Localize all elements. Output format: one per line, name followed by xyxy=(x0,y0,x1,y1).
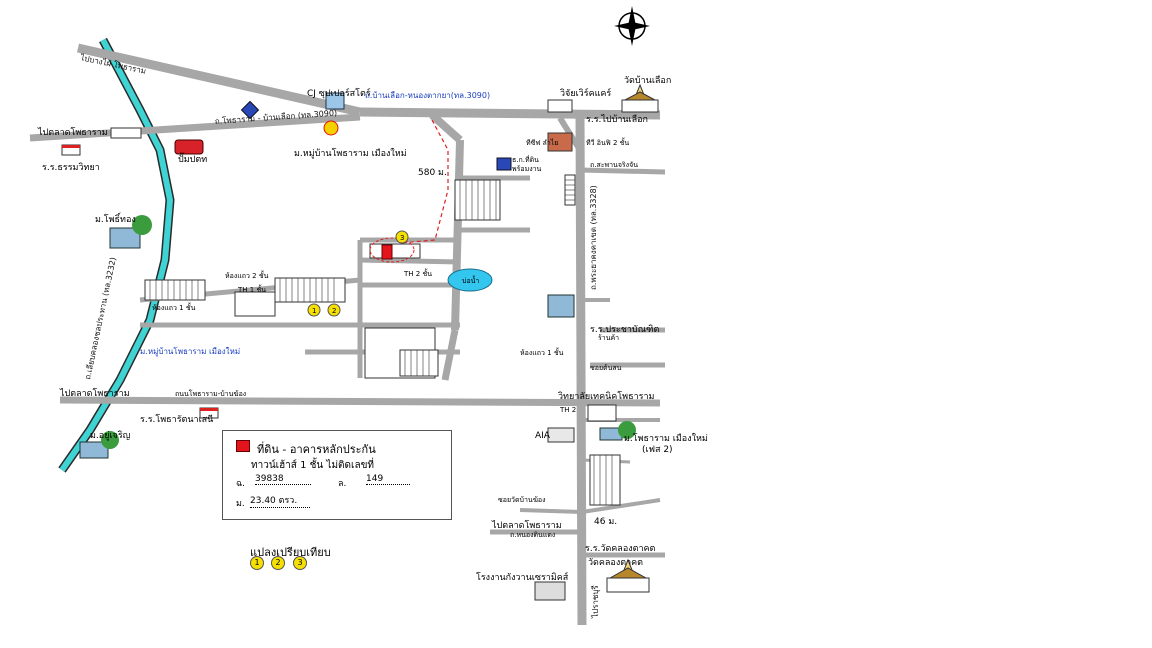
shop-top-right-label: ทีซีฟ ลำไย xyxy=(526,138,558,147)
canal-label: ถ.เลียบคลองชลประทาน (ทล.3232) xyxy=(83,256,118,380)
moo-right2-label: (เฟส 2) xyxy=(642,445,673,455)
legend-field1-value: 39838 xyxy=(255,474,311,485)
legend-title: ที่ดิน - อาคารหลักประกัน xyxy=(257,443,376,456)
row-1-label: ห้องแถว 1 ชั้น xyxy=(152,301,196,312)
comparables-title: แปลงเปรียบเทียบ xyxy=(250,546,331,559)
th-2-mid-label: TH 2 ชั้น xyxy=(403,267,432,278)
highway-sign-icon xyxy=(240,100,260,120)
th-top-right-label: ทีวี อินฟิ 2 ชั้น xyxy=(586,136,629,147)
legend-field1-prefix: ฉ. xyxy=(236,479,245,489)
temple-top-icon xyxy=(621,83,659,113)
bottom-south-label: ไปราชบุรี xyxy=(591,585,600,619)
cj-label: CJ ซุปเปอร์สโตร์ xyxy=(307,87,371,99)
right-school-label: ร.ร.ประชาบัณฑิต xyxy=(590,324,659,335)
right-school-icon xyxy=(547,294,575,318)
legend-field2-value: 149 xyxy=(366,474,410,485)
legend-field3-value: 23.40 ตรว. xyxy=(250,493,310,508)
shell-icon xyxy=(323,120,339,136)
th-1-mid-label: TH 1 ชั้น xyxy=(237,283,266,294)
left-road-label: ไปตลาดโพธาราม xyxy=(37,127,108,138)
village-icon xyxy=(79,215,636,459)
school-flag-icon xyxy=(61,144,219,419)
comparable-marker-3: 3 xyxy=(293,556,307,570)
right-note-label: ซอยต้นสน xyxy=(590,364,622,372)
moo-right-label: ม.โพธาราม เมืองใหม่ xyxy=(624,433,708,444)
pond xyxy=(447,268,493,292)
canal xyxy=(58,37,175,473)
bank-top2-label: พร้อมงาน xyxy=(512,165,542,173)
comparable-marker-2: 2 xyxy=(271,556,285,570)
local-road-1-label: ซอยวัดบ้านฆ้อง xyxy=(498,496,546,504)
temple-top-label: วัดบ้านเลือก xyxy=(624,75,671,86)
temple-top-school-label: ร.ร.ไปบ้านเลือก xyxy=(586,114,648,125)
top-route-label-2: ถ.บ้านเลือก-หนองตากยา(ทล.3090) xyxy=(365,91,490,100)
route-dashed xyxy=(399,119,449,244)
dist-580-label: 580 ม. xyxy=(418,168,447,178)
pond-label: บ่อน้ำ xyxy=(462,274,479,285)
ptt-station-icon xyxy=(174,139,204,155)
bottom-left-road2-label: ถ.หนองดินแดง xyxy=(510,531,555,539)
village-label: ม.หมู่บ้านโพธาราม เมืองใหม่ xyxy=(294,148,407,159)
college-label: วิทยาลัยเทคนิคโพธาราม xyxy=(558,391,655,402)
big-market-label: วิจัยเวิร์คแคร์ xyxy=(560,87,611,99)
moo-posri-label: ม.โพธิ์ทอง xyxy=(95,212,136,225)
cj-store-icon xyxy=(325,92,345,110)
ptt-label: ปั๊มปตท xyxy=(178,152,207,165)
middle-road-left-label: ไปตลาดโพธาราม xyxy=(59,388,130,399)
aia-label: AIA xyxy=(535,431,551,441)
th-right-label: TH 2 xyxy=(559,406,576,414)
shop-icon xyxy=(547,132,573,152)
map-marker-3: 3 xyxy=(400,234,404,242)
local-road-2-label: ถ.สะพานจริงจัน xyxy=(590,161,638,169)
subject-property-marker xyxy=(381,244,393,260)
dist-46-label: 46 ม. xyxy=(594,517,617,527)
school-bottom-left-label: ร.ร.โพธารัตนาเสนี xyxy=(140,414,213,425)
compass-n-label: N xyxy=(629,24,634,32)
vertical-main-label: ถ.พระยาคงคาเขต (ทล.3328) xyxy=(589,185,598,290)
map-marker-1: 1 xyxy=(312,307,316,315)
school-left-label: ร.ร.ธรรมวิทยา xyxy=(42,162,100,173)
comparable-markers-map: 3 1 2 xyxy=(307,230,409,317)
bank-icon xyxy=(496,157,512,171)
right-shop-label: ร้านค้า xyxy=(598,334,619,342)
row-2-label: ห้องแถว 2 ชั้น xyxy=(225,269,269,280)
legend-box xyxy=(222,430,452,520)
moo-bottom-left-label: ม.อยู่เจริญ xyxy=(90,430,131,441)
comparable-marker-1: 1 xyxy=(250,556,264,570)
building-stripes xyxy=(149,179,613,505)
aia-icon xyxy=(547,427,575,443)
factory-label: โรงงานกังวานเซรามิคส์ xyxy=(476,571,569,583)
legend-subtitle: ทาวน์เฮ้าส์ 1 ชั้น ไม่ติดเลขที่ xyxy=(251,460,375,471)
legend-subject-swatch xyxy=(236,440,250,452)
factory-icon xyxy=(534,581,566,601)
road-network xyxy=(29,43,666,626)
bank-top-label: ธ.ก.ที่ดิน xyxy=(512,155,539,164)
temple-bottom-icon xyxy=(606,558,650,593)
middle-road-name-label: ถนนโพธาราม-บ้านฆ้อง xyxy=(175,389,246,398)
temple-bottom-label: วัดคลองตาคต xyxy=(588,558,643,568)
legend-field3-prefix: ม. xyxy=(236,499,245,509)
map-marker-2: 2 xyxy=(332,307,336,315)
temple-bottom-school-label: ร.ร.วัดคลองตาคต xyxy=(585,544,656,554)
north-compass-icon xyxy=(614,6,650,46)
bottom-left-road-label: ไปตลาดโพธาราม xyxy=(491,520,562,531)
route-highlight xyxy=(369,237,415,263)
legend-field2-prefix: ล. xyxy=(338,479,347,489)
right-house-label: ห้องแถว 1 ชั้น xyxy=(520,346,564,357)
village-left-label: ม.หมู่บ้านโพธาราม เมืองใหม่ xyxy=(140,346,240,357)
